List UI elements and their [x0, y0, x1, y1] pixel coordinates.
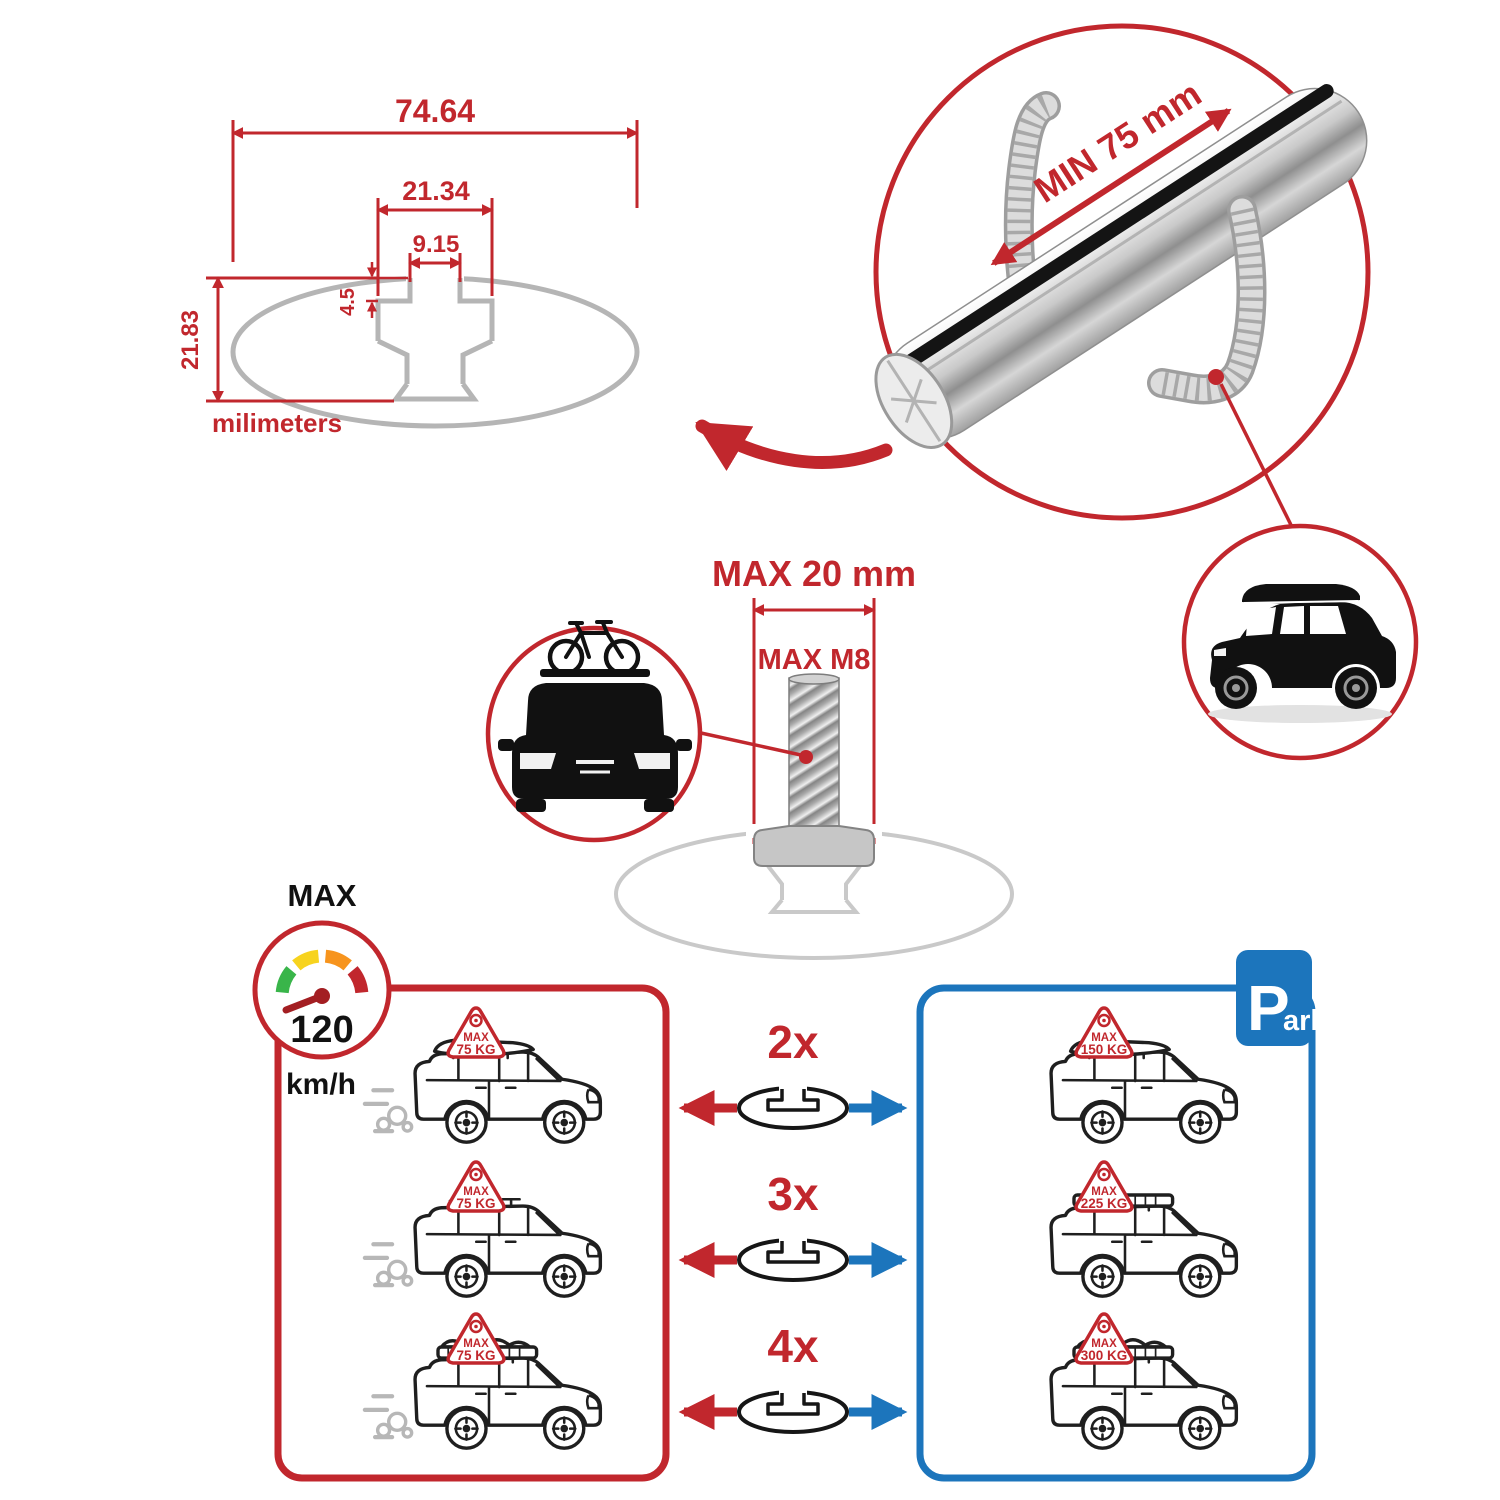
- suv-silhouette: [1210, 584, 1396, 709]
- clamp-pointer-dot: [1208, 369, 1224, 385]
- bolt-dim-ext: [752, 598, 876, 844]
- dim-slot-opening-label: 9.15: [413, 231, 460, 258]
- parking-sign-ark: ark: [1283, 1005, 1327, 1037]
- bar-profile-icon-3: [737, 1386, 849, 1434]
- tag-weight-label: 75 KG: [456, 1042, 495, 1057]
- tag-max-label: MAX: [463, 1032, 489, 1044]
- speed-value: 120: [290, 1009, 353, 1051]
- profile-foot: [391, 382, 479, 402]
- vehicle-roofbox-badge: [1181, 523, 1419, 761]
- load-tag-parked-1: MAX 150 KG: [1074, 1006, 1134, 1059]
- load-tag-parked-3: MAX 300 KG: [1074, 1312, 1134, 1365]
- load-tag-parked-2: MAX 225 KG: [1074, 1160, 1134, 1213]
- load-tag-driving-1: MAX 75 KG: [446, 1006, 506, 1059]
- parking-sign-p: P: [1247, 972, 1290, 1044]
- dim-lip-label: 4.5: [337, 288, 359, 316]
- profile-channel-left: [375, 278, 413, 341]
- load-tag-driving-3: MAX 75 KG: [446, 1312, 506, 1365]
- faded-channel: [766, 864, 862, 914]
- tag-weight-label: 150 KG: [1081, 1042, 1128, 1057]
- speed-limit-badge: MAX 120 km/h: [252, 878, 392, 1101]
- profile-ellipse: [230, 275, 640, 429]
- clamp-rod-right: [1147, 195, 1267, 405]
- multiplier-4x: 4x: [767, 1320, 819, 1372]
- dim-height-label: 21.83: [177, 310, 204, 370]
- max-head-label: MAX 20 mm: [712, 553, 916, 594]
- dim-slot-width-label: 21.34: [402, 176, 470, 206]
- leader-to-vehicle: [1219, 383, 1294, 528]
- bar-profile-icon-1: [737, 1082, 849, 1130]
- bike-car-badge: [485, 620, 703, 843]
- speedometer-gauge: [275, 949, 369, 994]
- tag-weight-label: 300 KG: [1081, 1348, 1128, 1363]
- aluminium-bar: MIN 75 mm: [874, 73, 1368, 449]
- car-front-view: [498, 669, 692, 812]
- t-bolt: [753, 673, 875, 867]
- parking-sign-plate: [1236, 950, 1312, 1046]
- vehicle-shadow: [1208, 705, 1392, 723]
- tag-max-label: MAX: [463, 1186, 489, 1198]
- bolt-spec-diagram: MAX 20 mm MAX M8: [614, 553, 1014, 960]
- min-span-arrow: [990, 108, 1232, 266]
- units-label: milimeters: [212, 408, 342, 438]
- leader-to-bike-car: [700, 731, 802, 757]
- gauge-hub: [314, 988, 330, 1004]
- tag-max-label: MAX: [1091, 1338, 1117, 1350]
- tag-weight-label: 75 KG: [456, 1196, 495, 1211]
- dim-total-width-label: 74.64: [395, 93, 475, 129]
- tag-max-label: MAX: [1091, 1186, 1117, 1198]
- roof-box: [1242, 584, 1360, 604]
- speed-unit: km/h: [286, 1068, 356, 1101]
- profile-channel-right: [457, 278, 495, 341]
- multiplier-column: 2x 3x 4x: [678, 1016, 908, 1434]
- load-tag-driving-2: MAX 75 KG: [446, 1160, 506, 1213]
- profile-dimension-diagram: 74.64 21.34 9.15 4.5 21.83 milimeters: [177, 93, 640, 438]
- profile-funnel: [376, 338, 494, 384]
- bolt-shaft: [788, 677, 840, 827]
- crossbar-detail-view: MIN 75 mm: [695, 23, 1371, 528]
- speed-max-label: MAX: [288, 878, 357, 913]
- multiplier-3x: 3x: [767, 1168, 819, 1220]
- profile-slot-gap: [406, 270, 464, 286]
- tag-weight-label: 75 KG: [456, 1348, 495, 1363]
- bolt-head: [753, 825, 875, 867]
- tag-max-label: MAX: [463, 1338, 489, 1350]
- bar-profile-icon-2: [737, 1234, 849, 1282]
- max-thread-label: MAX M8: [758, 644, 871, 676]
- multiplier-2x: 2x: [767, 1016, 819, 1068]
- dim-ext-height: [206, 276, 394, 403]
- tag-max-label: MAX: [1091, 1032, 1117, 1044]
- tag-weight-label: 225 KG: [1081, 1196, 1128, 1211]
- swoosh-arrow: [695, 419, 893, 472]
- bolt-pointer-dot: [799, 750, 813, 764]
- parking-sign: P ark: [1236, 950, 1327, 1046]
